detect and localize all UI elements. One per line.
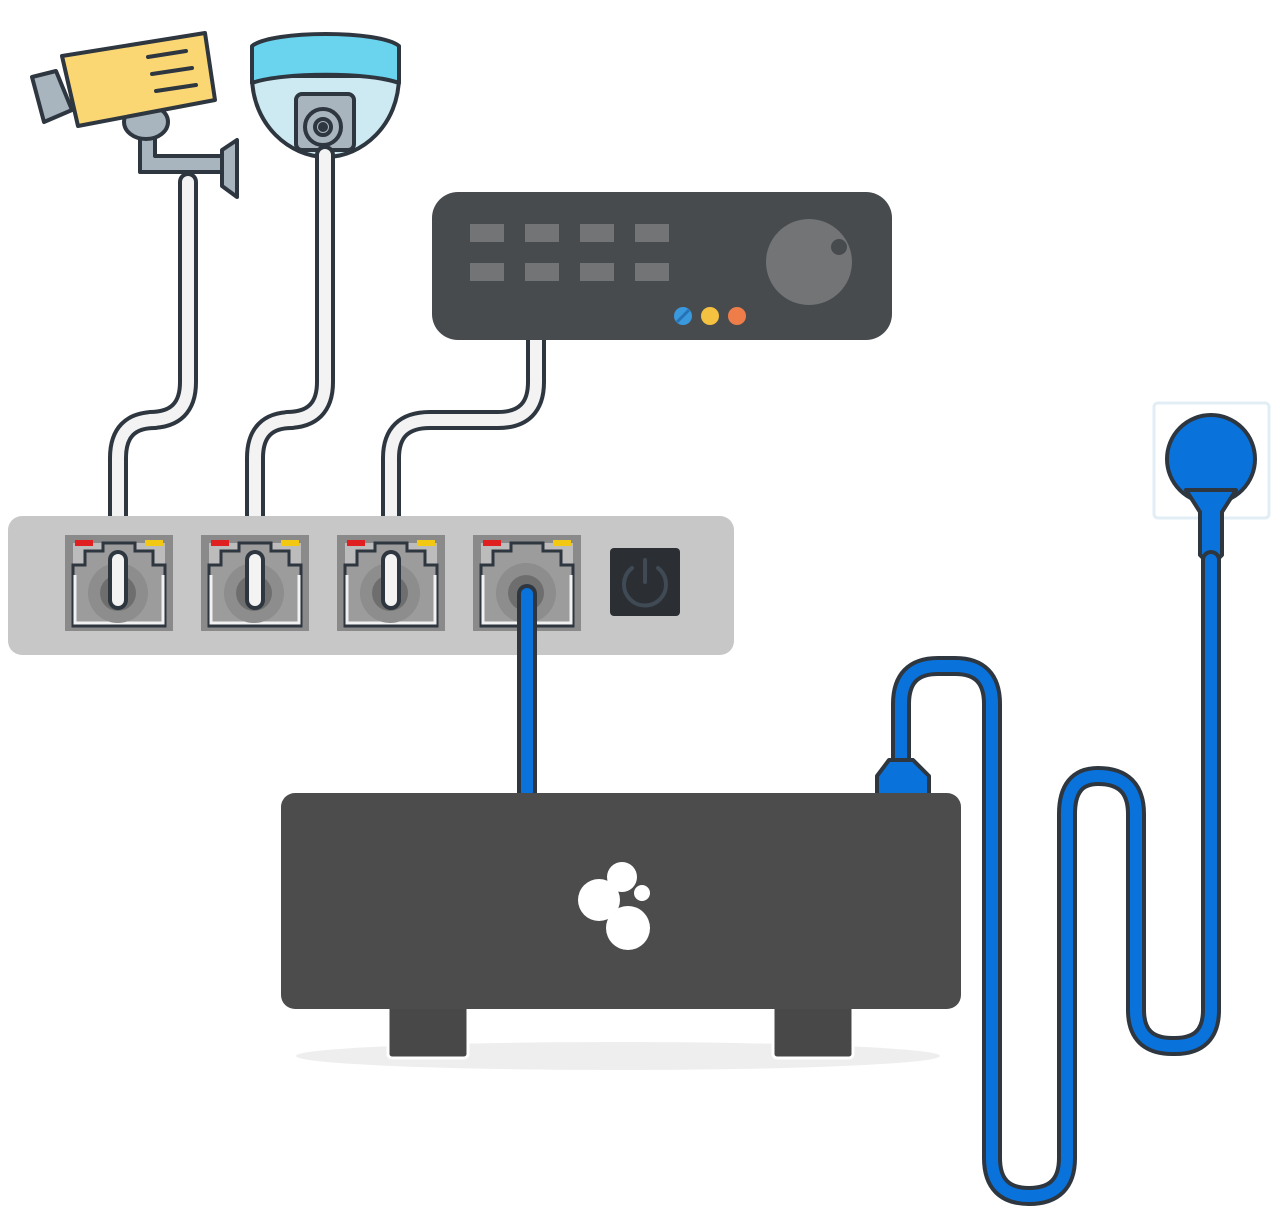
camera-body — [60, 31, 217, 128]
power-cord — [891, 550, 1221, 1206]
power-icon — [622, 558, 668, 608]
wall-outlet — [1152, 401, 1271, 564]
dome-lens-dot — [318, 122, 328, 132]
recorder-knob — [766, 219, 852, 305]
camera-lens-hood — [30, 69, 74, 124]
dvr-recorder — [432, 192, 892, 340]
recorder-button — [470, 263, 504, 281]
recorder-knob-dot — [831, 239, 847, 255]
port-led-red — [483, 540, 501, 546]
recorder-button — [580, 224, 614, 242]
cable-dome-camera-fill — [249, 149, 331, 606]
recorder-buttons — [470, 224, 669, 281]
camera-wall-plate — [220, 138, 239, 199]
server-body — [281, 793, 961, 1009]
status-led-orange — [728, 307, 746, 325]
port-led-yellow — [417, 540, 435, 546]
port-led-red — [75, 540, 93, 546]
recorder-button — [635, 224, 669, 242]
cable-recorder-fill — [385, 324, 542, 606]
recorder-button — [525, 224, 559, 242]
recorder-button — [635, 263, 669, 281]
camera-vent-line — [146, 49, 188, 59]
recorder-button — [470, 224, 504, 242]
cable-bullet-camera-fill — [112, 176, 194, 606]
camera-vent-line — [150, 66, 194, 76]
bubbles-logo-icon — [578, 862, 650, 950]
recorder-button — [580, 263, 614, 281]
port-led-yellow — [553, 540, 571, 546]
nvr-server — [281, 793, 961, 1070]
status-led-yellow — [701, 307, 719, 325]
switch-power-button[interactable] — [610, 548, 680, 616]
recorder-button — [525, 263, 559, 281]
port-led-yellow — [281, 540, 299, 546]
bullet-camera — [30, 31, 239, 199]
ethernet-cables-white — [108, 145, 546, 610]
dome-cap — [250, 32, 401, 85]
port-led-yellow — [145, 540, 163, 546]
dome-camera — [250, 32, 401, 159]
cable-plug-ends — [108, 550, 401, 610]
camera-vent-line — [154, 83, 198, 93]
port-led-red — [211, 540, 229, 546]
port-led-red — [347, 540, 365, 546]
